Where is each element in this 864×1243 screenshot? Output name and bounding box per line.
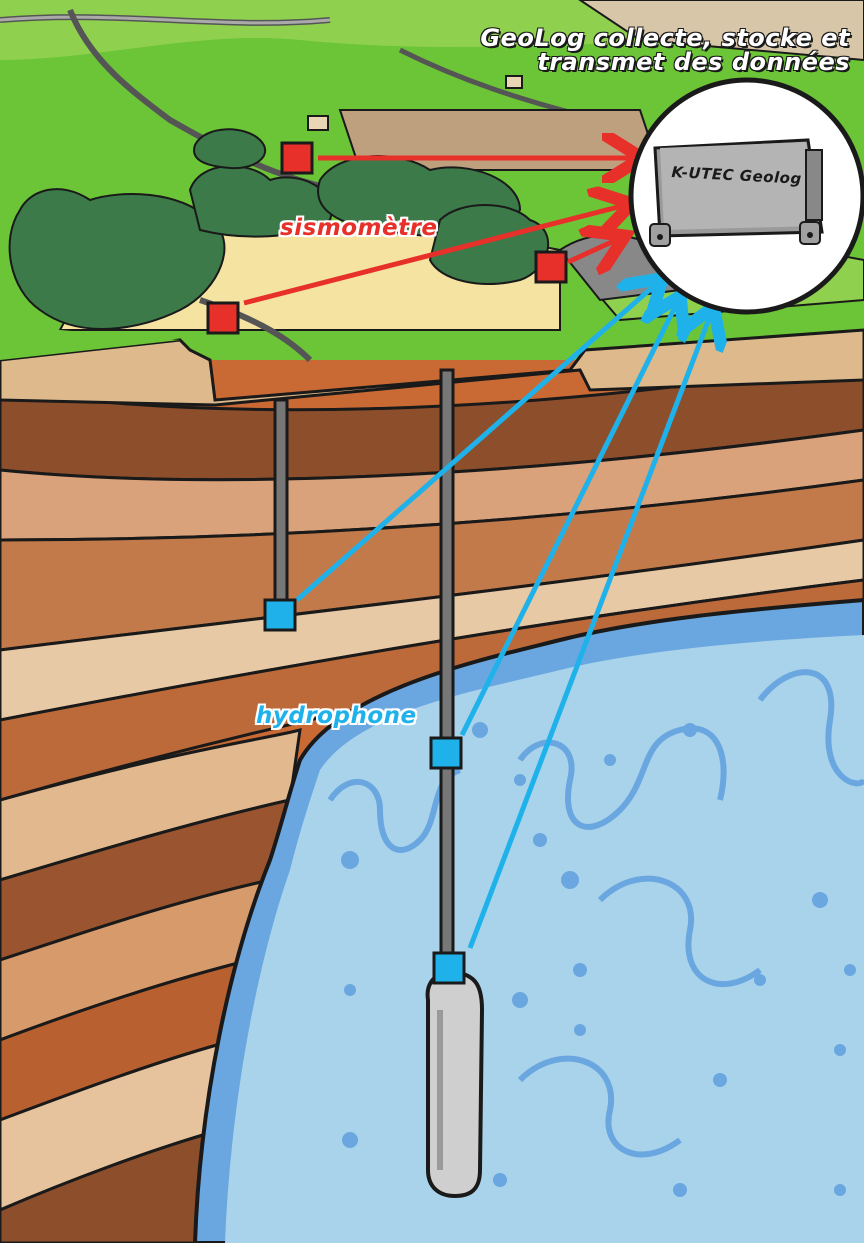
caption-line-2: transmet des données xyxy=(430,50,850,74)
seismometer-sensor-1 xyxy=(282,143,312,173)
hydrophone-sensor-3 xyxy=(434,953,464,983)
hydrophone-sensor-2 xyxy=(431,738,461,768)
hydrophone-label: hydrophone xyxy=(256,703,417,729)
geolog-zoom xyxy=(631,80,863,312)
seismometer-label: sismomètre xyxy=(280,215,438,241)
geolog-device xyxy=(650,140,822,246)
borehole-left xyxy=(275,400,287,610)
probe xyxy=(428,972,482,1196)
caption: GeoLog collecte, stocke et transmet des … xyxy=(430,26,850,74)
hydrophone-sensor-1 xyxy=(265,600,295,630)
seismometer-sensor-2 xyxy=(208,303,238,333)
caption-line-1: GeoLog collecte, stocke et xyxy=(430,26,850,50)
seismometer-sensor-3 xyxy=(536,252,566,282)
